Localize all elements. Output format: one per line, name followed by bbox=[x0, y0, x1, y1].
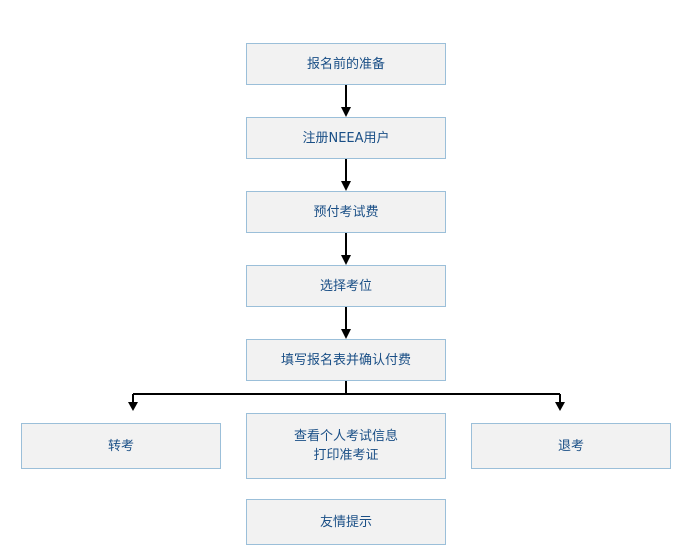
arrowhead-step5 bbox=[341, 329, 351, 339]
friendly-tips: 友情提示 bbox=[246, 499, 446, 545]
arrowhead-step4 bbox=[341, 255, 351, 265]
branch-transfer: 转考 bbox=[21, 423, 221, 469]
step-select-seat: 选择考位 bbox=[246, 265, 446, 307]
branch-view-info-line1: 查看个人考试信息 bbox=[293, 429, 398, 444]
arrowhead-step2 bbox=[341, 107, 351, 117]
branch-transfer-label: 转考 bbox=[107, 438, 134, 454]
branch-view-info: 查看个人考试信息 打印准考证 bbox=[246, 413, 446, 479]
step-fill-form-label: 填写报名表并确认付费 bbox=[280, 352, 411, 368]
friendly-tips-label: 友情提示 bbox=[319, 514, 372, 530]
step-register: 注册NEEA用户 bbox=[246, 117, 446, 159]
step-prepare-label: 报名前的准备 bbox=[306, 56, 385, 72]
step-prepare: 报名前的准备 bbox=[246, 43, 446, 85]
branch-withdraw: 退考 bbox=[471, 423, 671, 469]
branch-withdraw-label: 退考 bbox=[557, 438, 584, 454]
arrowhead-left bbox=[128, 402, 138, 411]
arrowhead-step3 bbox=[341, 181, 351, 191]
step-select-seat-label: 选择考位 bbox=[319, 278, 372, 294]
arrowhead-right bbox=[555, 402, 565, 411]
step-prepay: 预付考试费 bbox=[246, 191, 446, 233]
branch-view-info-line2: 打印准考证 bbox=[313, 448, 379, 463]
step-prepay-label: 预付考试费 bbox=[313, 204, 379, 220]
step-register-label: 注册NEEA用户 bbox=[302, 130, 390, 146]
step-fill-form: 填写报名表并确认付费 bbox=[246, 339, 446, 381]
